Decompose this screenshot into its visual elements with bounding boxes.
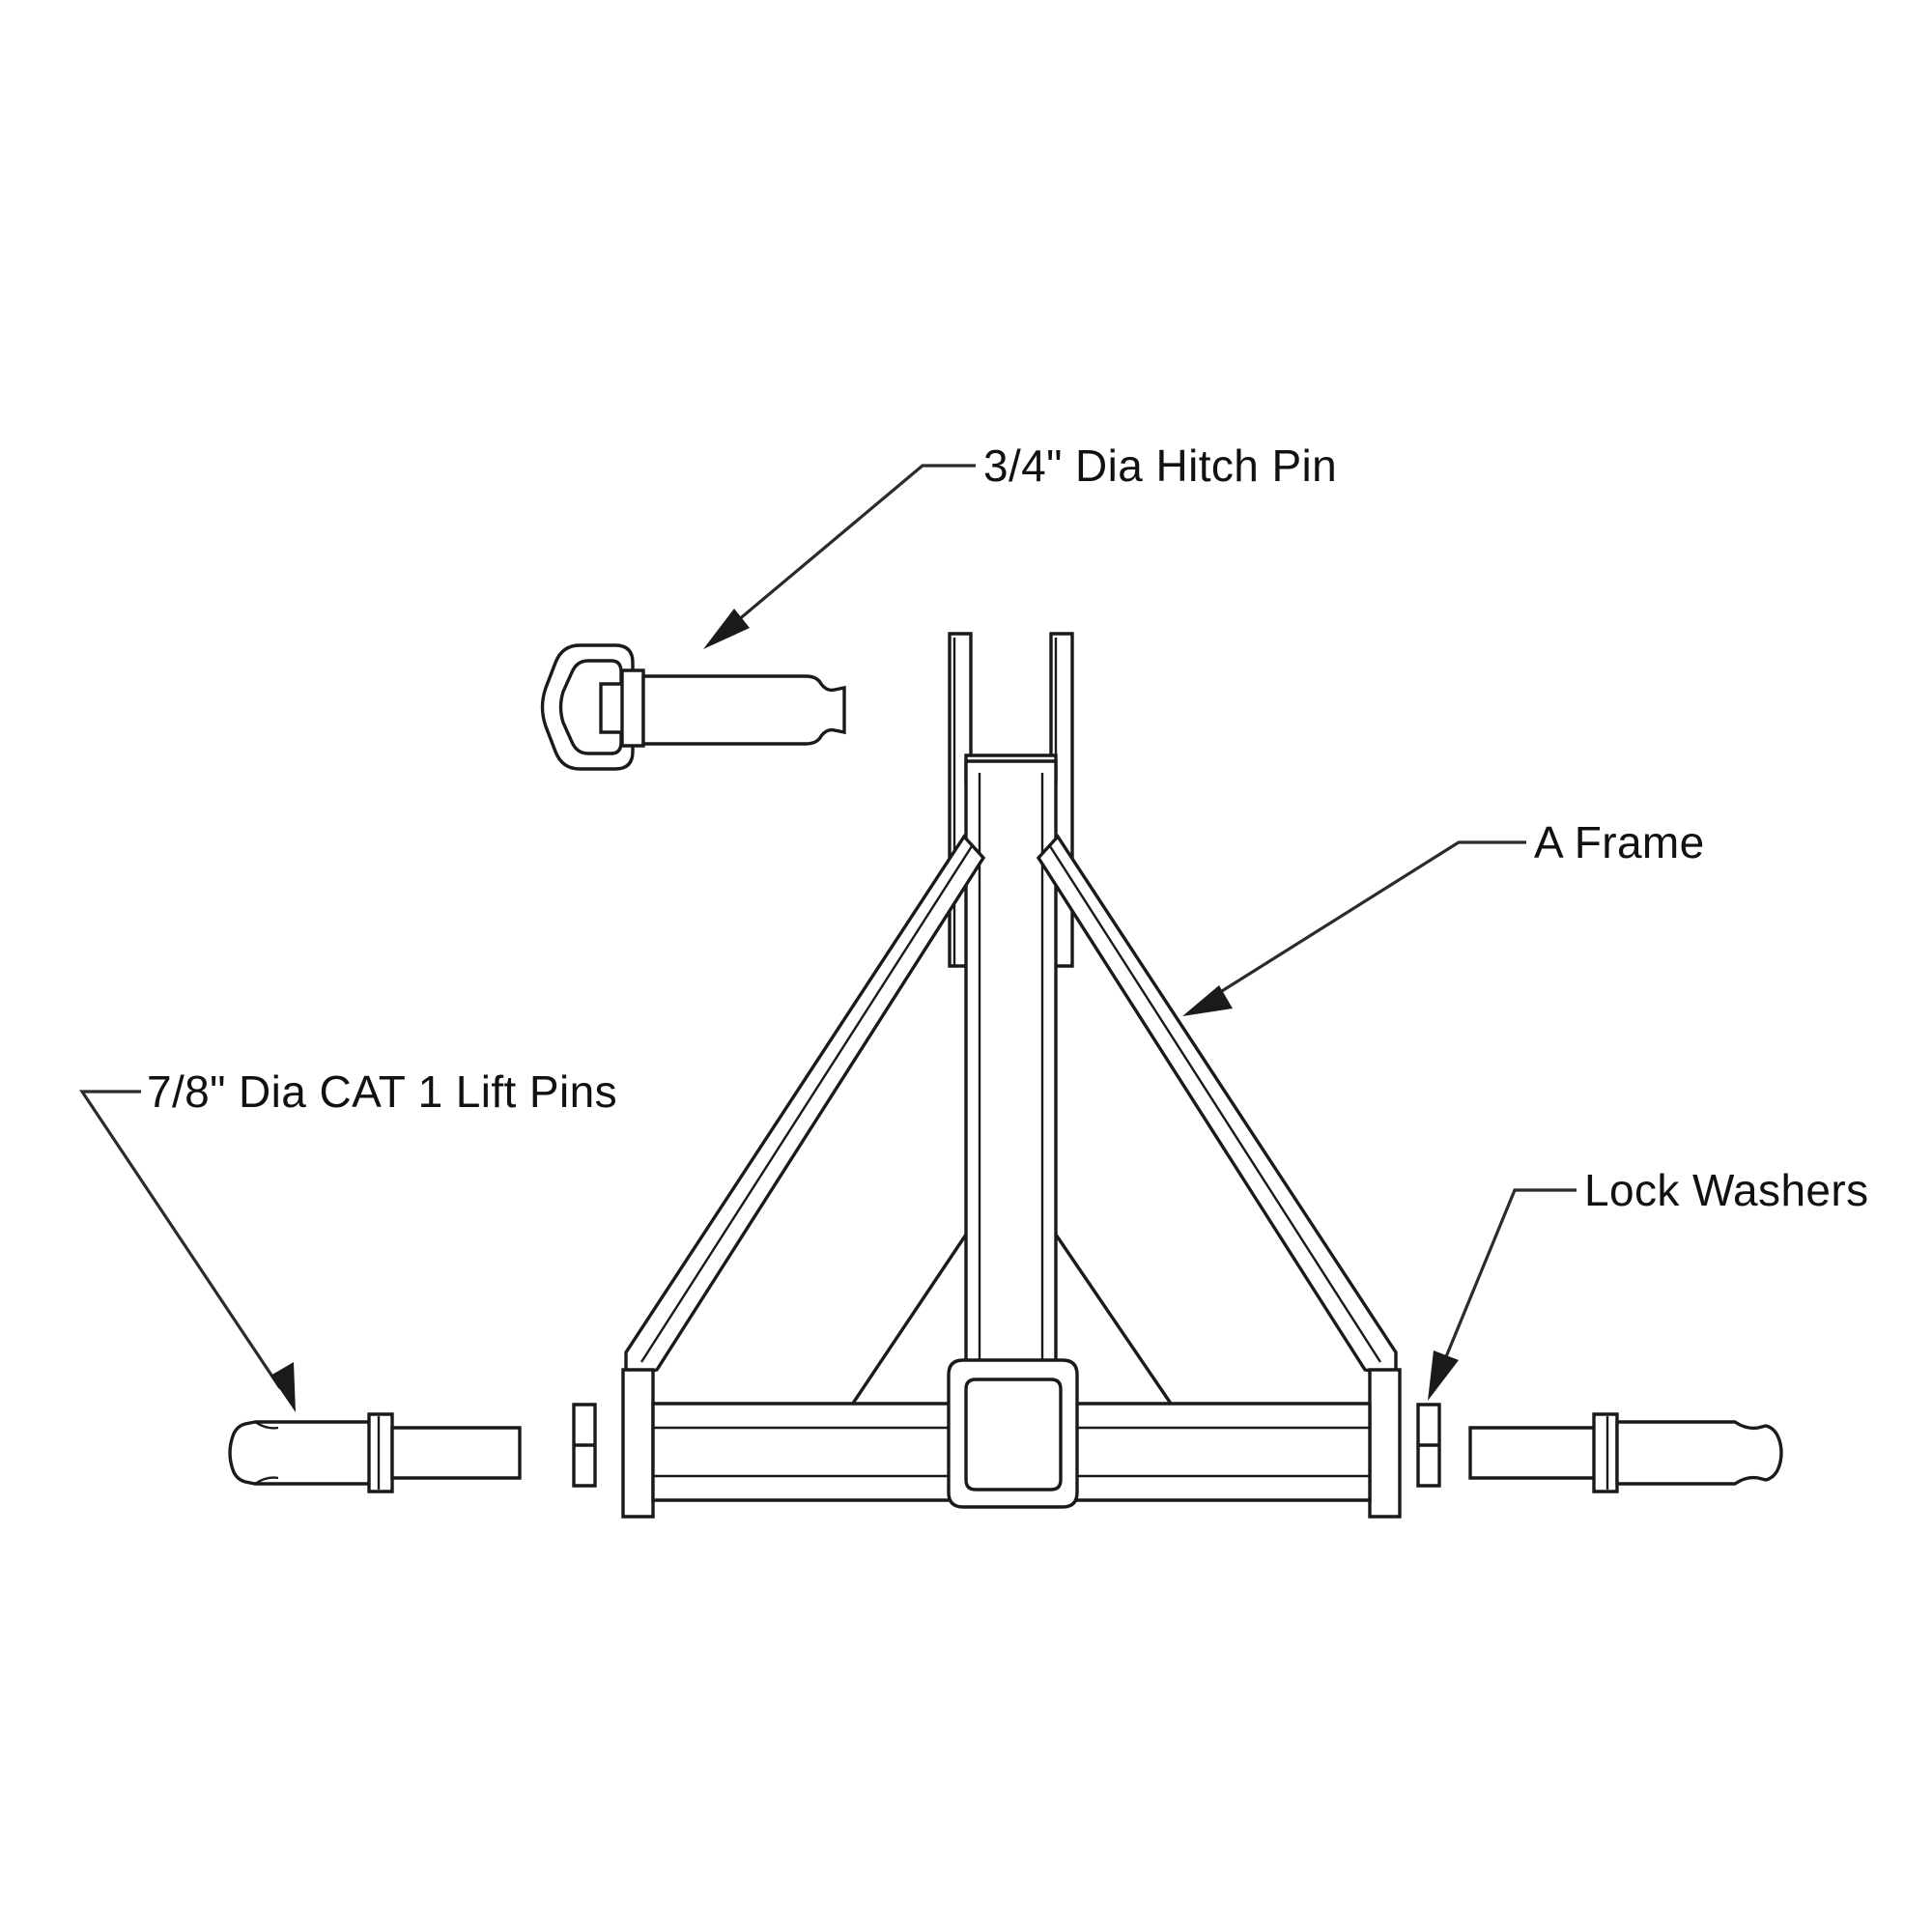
right-lift-pin-part[interactable] — [1468, 1412, 1783, 1493]
inner-gusset-braces — [838, 1234, 1185, 1423]
hitch-pin-part[interactable] — [540, 643, 846, 771]
right-end-cap — [1368, 1368, 1402, 1519]
hitch-pin-shaft — [641, 674, 846, 746]
left-end-cap — [621, 1368, 655, 1519]
hitch-pin-collar — [599, 668, 645, 748]
callout-hitch-pin-label: 3/4" Dia Hitch Pin — [983, 440, 1337, 491]
leader-lift-pins — [79, 1090, 296, 1412]
leader-lock-washers — [1428, 1188, 1577, 1401]
leader-hitch-pin — [703, 464, 976, 649]
callout-lock-washers-label: Lock Washers — [1584, 1165, 1869, 1215]
a-frame-assembly[interactable] — [621, 632, 1402, 1519]
right-lock-washer[interactable] — [1416, 1403, 1441, 1488]
left-lift-pin-part[interactable] — [228, 1412, 522, 1493]
leader-a-frame — [1182, 840, 1526, 1016]
square-receiver-tube — [947, 1358, 1079, 1509]
callout-lift-pins-label: 7/8" Dia CAT 1 Lift Pins — [147, 1066, 617, 1117]
center-mast-tube — [964, 759, 1058, 1432]
right-diagonal-brace — [1036, 834, 1398, 1378]
left-diagonal-brace — [624, 834, 986, 1378]
left-lock-washer[interactable] — [572, 1403, 597, 1488]
callout-a-frame-label: A Frame — [1534, 817, 1705, 867]
